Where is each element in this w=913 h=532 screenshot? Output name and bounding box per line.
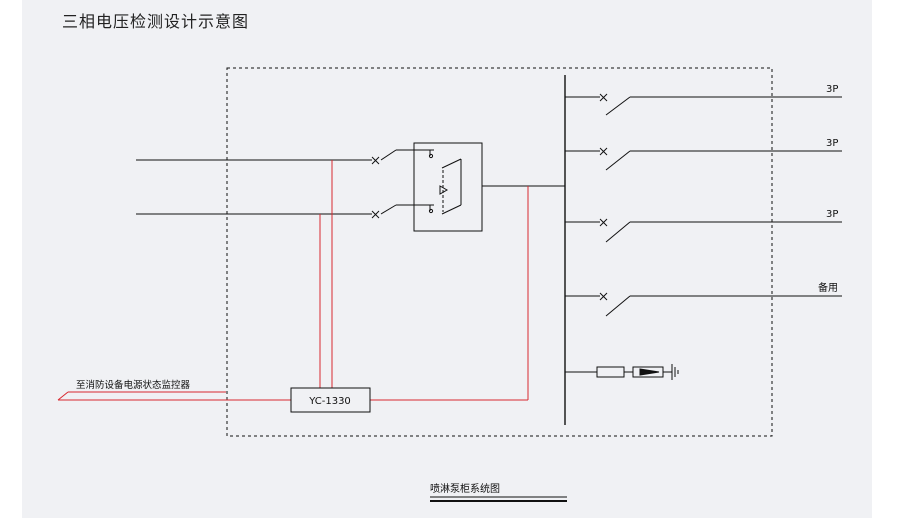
transfer-switch xyxy=(413,142,565,232)
outgoing-feeder-1 xyxy=(565,93,842,116)
outgoing-feeder-3 xyxy=(565,218,842,243)
controller-box xyxy=(290,387,371,413)
incoming-line-2 xyxy=(136,204,434,219)
output-label-3: 3P xyxy=(826,209,838,220)
voltage-sense-wires xyxy=(57,160,529,401)
diagram-caption: 喷淋泵柜系统图 xyxy=(430,482,500,495)
output-label-1: 3P xyxy=(826,84,838,95)
output-label-2: 3P xyxy=(826,138,838,149)
page-title: 三相电压检测设计示意图 xyxy=(62,12,250,31)
outgoing-feeder-2 xyxy=(565,147,842,171)
outgoing-feeder-4 xyxy=(565,292,842,317)
monitor-label: 至消防设备电源状态监控器 xyxy=(76,379,191,391)
cabinet-boundary xyxy=(226,67,773,437)
drawing-panel xyxy=(22,0,872,518)
surge-protector-branch xyxy=(565,364,679,380)
output-label-4: 备用 xyxy=(818,281,838,294)
controller-label: YC-1330 xyxy=(308,396,351,407)
incoming-line-1 xyxy=(136,149,434,165)
